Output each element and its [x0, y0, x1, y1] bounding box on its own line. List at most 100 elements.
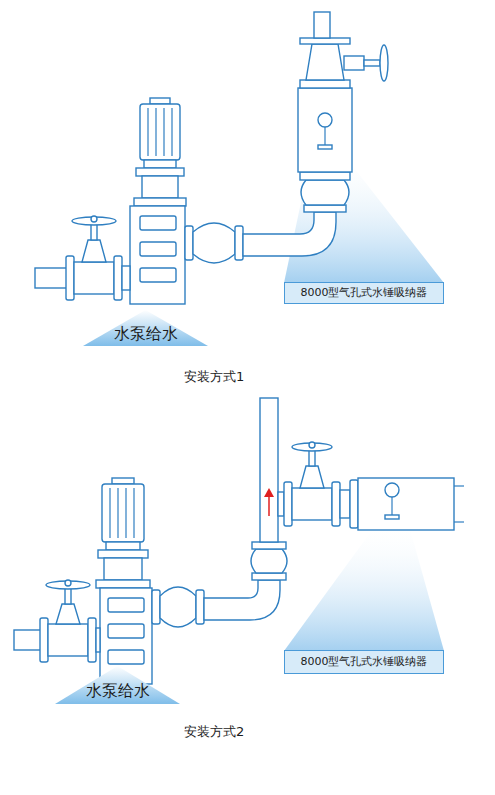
pump-body	[100, 588, 152, 684]
water-hammer-arrester	[385, 515, 399, 519]
outlet-pipe	[160, 587, 196, 627]
top-gate-valve	[314, 12, 330, 38]
pump-motor	[96, 580, 150, 588]
branch-gate-valve	[309, 450, 315, 466]
branch-gate-valve	[292, 443, 332, 451]
water-hammer-arrester	[318, 145, 332, 149]
pump-motor	[144, 160, 176, 168]
top-gate-valve	[344, 56, 364, 70]
outlet-pipe	[235, 226, 243, 260]
pump-motor	[96, 478, 150, 588]
inlet-gate-valve	[46, 581, 90, 589]
water-supply-triangle: 水泵给水	[55, 666, 180, 704]
pump-motor	[150, 98, 170, 104]
top-gate-valve	[306, 44, 344, 80]
outlet-pipe	[193, 223, 235, 263]
outlet-pipe	[252, 542, 286, 549]
pump-motor	[104, 558, 142, 580]
inlet-gate-valve	[65, 580, 71, 586]
inlet-gate-valve	[40, 618, 48, 662]
outlet-pipe	[251, 549, 287, 573]
top-gate-valve	[380, 45, 388, 81]
pump-motor	[171, 108, 172, 156]
branch-gate-valve	[340, 490, 350, 518]
inlet-gate-valve	[122, 266, 130, 290]
inlet-gate-valve	[14, 580, 100, 662]
pump-body	[108, 598, 144, 612]
pump-motor	[98, 550, 148, 558]
pump-body	[108, 650, 144, 664]
water-hammer-arrester	[358, 478, 454, 530]
pump-motor	[106, 542, 140, 550]
top-gate-valve	[364, 60, 380, 66]
top-gate-valve	[300, 38, 350, 44]
water-hammer-arrester	[385, 483, 399, 497]
outlet-pipe	[185, 172, 350, 263]
pump-body	[108, 624, 144, 638]
pump-motor	[112, 478, 134, 484]
outlet-pipe	[304, 205, 346, 212]
outlet-pipe	[196, 590, 204, 624]
outlet-pipe	[252, 573, 286, 580]
pump-motor	[125, 488, 126, 538]
branch-gate-valve	[300, 466, 324, 488]
inlet-gate-valve	[56, 604, 80, 624]
water-hammer-arrester	[454, 485, 464, 486]
outlet-pipe	[152, 398, 287, 627]
pump-motor	[142, 176, 178, 198]
pump-motor	[117, 488, 118, 538]
supply-text: 水泵给水	[114, 313, 178, 343]
triangle-outline	[83, 310, 208, 346]
inlet-gate-valve	[72, 217, 116, 225]
water-hammer-arrester	[318, 113, 332, 127]
top-gate-valve	[300, 12, 388, 81]
outlet-pipe	[301, 180, 349, 205]
light-beam	[284, 522, 444, 651]
inlet-gate-valve	[48, 624, 88, 656]
inlet-gate-valve	[96, 628, 100, 652]
pump-body	[140, 216, 176, 230]
outlet-pipe	[300, 172, 350, 180]
pump-motor	[163, 108, 164, 156]
inlet-gate-valve	[88, 618, 96, 662]
inlet-gate-valve	[82, 240, 106, 262]
pump-motor	[134, 98, 186, 206]
inlet-gate-valve	[91, 216, 97, 222]
branch-gate-valve	[309, 442, 315, 448]
pump-motor	[109, 488, 110, 538]
water-hammer-arrester	[298, 88, 352, 172]
method-caption: 安装方式1	[184, 368, 244, 386]
branch-gate-valve	[278, 442, 350, 526]
water-hammer-arrester	[324, 127, 325, 145]
flow-arrow	[264, 488, 274, 516]
flow-arrow	[264, 488, 274, 497]
pump-body	[130, 206, 185, 304]
product-name: 8000型气孔式水锤吸纳器	[301, 656, 428, 669]
water-hammer-arrester	[454, 521, 464, 522]
product-label-box: 8000型气孔式水锤吸纳器	[284, 650, 444, 674]
branch-gate-valve	[332, 482, 340, 526]
pump-motor	[147, 108, 148, 156]
pump-motor	[155, 108, 156, 156]
branch-gate-valve	[284, 482, 292, 526]
water-hammer-arrester	[350, 478, 464, 530]
branch-gate-valve	[292, 488, 332, 520]
outlet-pipe	[204, 580, 280, 620]
pump-body	[140, 242, 176, 256]
pump-motor	[136, 168, 184, 176]
pump-motor	[134, 198, 186, 206]
pump-motor	[133, 488, 134, 538]
inlet-gate-valve	[74, 262, 114, 294]
triangle-outline	[55, 666, 180, 704]
inlet-gate-valve	[14, 630, 42, 650]
pump-motor	[140, 104, 180, 160]
outlet-pipe	[152, 590, 160, 624]
pump-body	[100, 588, 152, 684]
product-name: 8000型气孔式水锤吸纳器	[301, 287, 428, 300]
pump-motor	[102, 484, 144, 542]
water-hammer-arrester	[300, 80, 350, 88]
method-caption: 安装方式2	[184, 723, 244, 741]
inlet-gate-valve	[91, 224, 97, 240]
